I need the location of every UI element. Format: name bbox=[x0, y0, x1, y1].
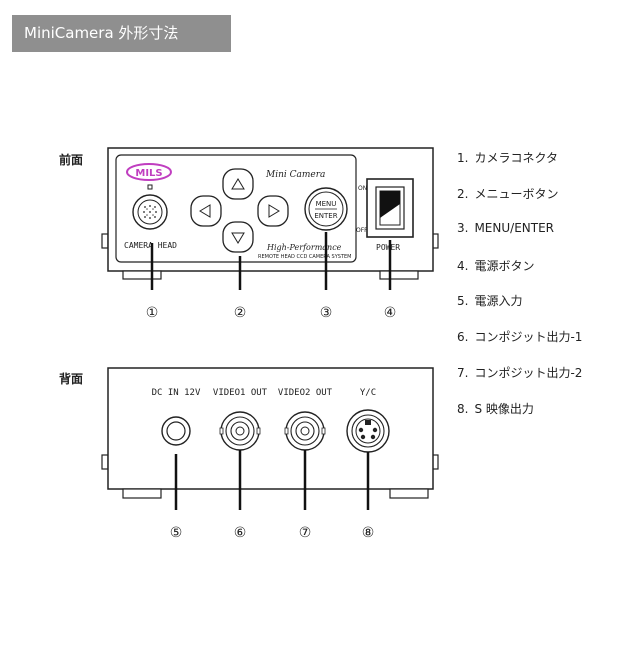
legend-item: 8.S 映像出力 bbox=[457, 402, 534, 416]
legend-item: 3.MENU/ENTER bbox=[457, 221, 554, 235]
page-title: MiniCamera 外形寸法 bbox=[12, 15, 231, 52]
svg-text:OFF: OFF bbox=[356, 227, 368, 234]
front-view-label: 前面 bbox=[59, 153, 84, 167]
model-text: Mini Camera bbox=[265, 170, 325, 180]
up-button bbox=[222, 168, 254, 200]
subtagline: REMOTE HEAD CCD CAMERA SYSTEM bbox=[258, 254, 351, 260]
port-label-yc: Y/C bbox=[360, 388, 376, 398]
svg-text:MILS: MILS bbox=[135, 168, 162, 179]
power-switch: ON OFF bbox=[356, 178, 414, 238]
callout-8: ⑧ bbox=[362, 525, 375, 541]
legend-item: 1.カメラコネクタ bbox=[457, 151, 558, 165]
power-label: POWER bbox=[376, 243, 400, 252]
legend-item: 4.電源ボタン bbox=[457, 259, 535, 273]
back-view-label: 背面 bbox=[59, 372, 84, 386]
down-button bbox=[222, 221, 254, 253]
legend-item: 6.コンポジット出力-1 bbox=[457, 330, 583, 344]
callout-4: ④ bbox=[384, 305, 397, 321]
legend-item: 2.メニューボタン bbox=[457, 187, 559, 201]
right-button bbox=[257, 195, 289, 227]
callout-7: ⑦ bbox=[299, 525, 312, 541]
legend-item: 5.電源入力 bbox=[457, 294, 523, 308]
callout-5: ⑤ bbox=[170, 525, 183, 541]
svg-text:MENU: MENU bbox=[316, 200, 337, 208]
svg-text:ENTER: ENTER bbox=[314, 212, 337, 220]
front-callout-lines bbox=[150, 232, 392, 290]
mils-logo: MILS bbox=[126, 163, 172, 181]
legend-item: 7.コンポジット出力-2 bbox=[457, 366, 583, 380]
port-label-video1: VIDEO1 OUT bbox=[213, 388, 268, 398]
callout-1: ① bbox=[146, 305, 159, 321]
tagline: High-Performance bbox=[266, 243, 342, 252]
menu-enter-button: MENU ENTER bbox=[304, 187, 348, 231]
menu-buttons bbox=[190, 168, 289, 253]
dc-jack bbox=[161, 416, 191, 446]
port-label-video2: VIDEO2 OUT bbox=[278, 388, 333, 398]
camera-connector bbox=[132, 184, 168, 230]
front-panel: MILS Mini Camera CAMERA HEAD bbox=[101, 147, 439, 280]
bnc-connector-2 bbox=[284, 411, 326, 451]
s-video-connector bbox=[346, 409, 390, 453]
back-callout-lines bbox=[174, 450, 370, 510]
callout-3: ③ bbox=[320, 305, 333, 321]
port-label-dc: DC IN 12V bbox=[152, 388, 201, 398]
left-button bbox=[190, 195, 222, 227]
callout-6: ⑥ bbox=[234, 525, 247, 541]
camera-head-label: CAMERA HEAD bbox=[124, 241, 177, 250]
svg-text:ON: ON bbox=[358, 185, 367, 192]
back-panel: DC IN 12V VIDEO1 OUT VIDEO2 OUT Y/C bbox=[101, 367, 439, 499]
bnc-connector-1 bbox=[219, 411, 261, 451]
callout-2: ② bbox=[234, 305, 247, 321]
